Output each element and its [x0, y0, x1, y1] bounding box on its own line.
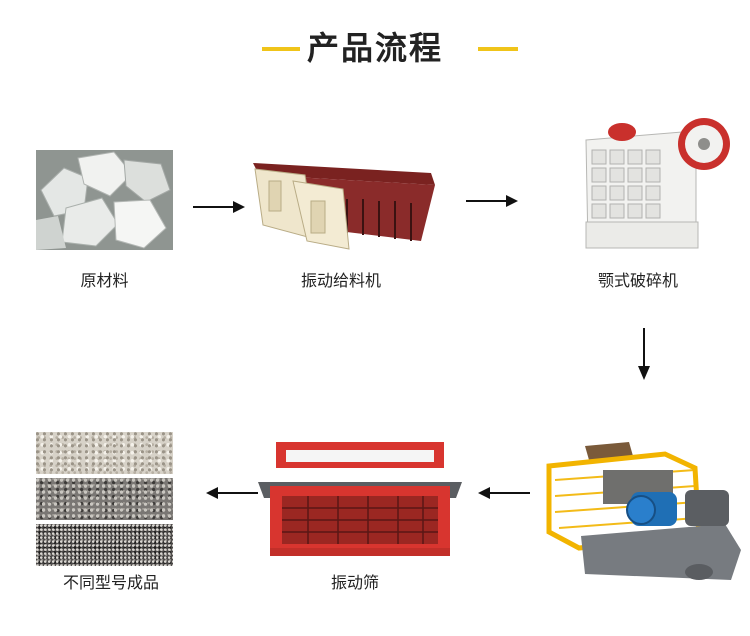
roller-crusher-image [545, 440, 745, 590]
vibrating-feeder-image [245, 155, 440, 255]
vibrating-screen-image [258, 438, 463, 560]
step-label-jaw-crusher: 颚式破碎机 [597, 271, 678, 290]
finished-aggregate-image [36, 478, 173, 520]
arrow-right-icon [193, 200, 245, 214]
step-label-vibrating-feeder: 振动给料机 [300, 271, 381, 290]
jaw-crusher-image [578, 106, 730, 252]
arrow-down-icon [637, 328, 651, 380]
title-decor-right [478, 47, 518, 51]
finished-aggregate-image [36, 524, 173, 566]
raw-stone-image [36, 150, 173, 250]
page-title: 产品流程 [306, 29, 443, 67]
arrow-left-icon [206, 486, 258, 500]
step-label-finished-product: 不同型号成品 [62, 573, 159, 592]
title-decor-left [262, 47, 300, 51]
arrow-right-icon [466, 194, 518, 208]
step-label-vibrating-screen: 振动筛 [330, 573, 379, 592]
step-label-raw-material: 原材料 [80, 271, 129, 290]
finished-aggregate-image [36, 432, 173, 474]
arrow-left-icon [478, 486, 530, 500]
